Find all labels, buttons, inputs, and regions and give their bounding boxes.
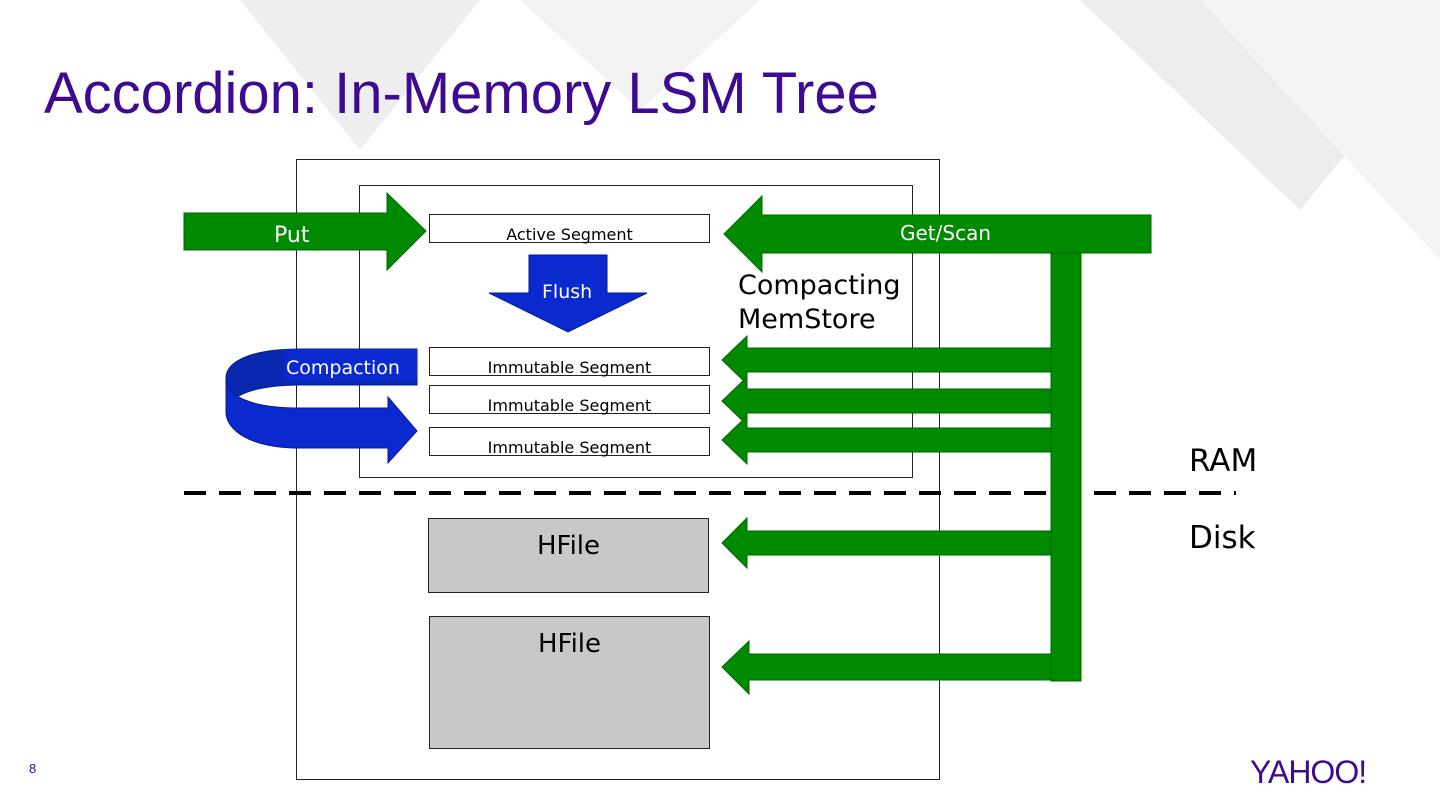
- compaction-label: Compaction: [286, 357, 400, 379]
- compaction-arrow-front: [225, 377, 418, 465]
- immutable-segment-3: Immutable Segment: [429, 427, 710, 457]
- disk-label: Disk: [1189, 520, 1256, 556]
- read-arrow-immutable-3: [721, 414, 1052, 466]
- put-arrow: [183, 191, 427, 272]
- read-arrow-hfile-2: [721, 639, 1052, 696]
- hfile-2: HFile: [429, 616, 710, 749]
- get-scan-vertical-bar: [1050, 252, 1082, 682]
- read-arrow-hfile-1: [721, 516, 1052, 570]
- immutable-segment-1: Immutable Segment: [429, 347, 710, 377]
- get-scan-label: Get/Scan: [900, 221, 992, 245]
- slide-title: Accordion: In-Memory LSM Tree: [44, 61, 879, 126]
- put-label: Put: [274, 223, 310, 248]
- immutable-segment-2: Immutable Segment: [429, 385, 710, 415]
- ram-label: RAM: [1189, 443, 1258, 479]
- active-segment: Active Segment: [429, 214, 710, 244]
- yahoo-logo: YAHOO!: [1250, 754, 1367, 790]
- hfile-1: HFile: [428, 518, 709, 593]
- get-scan-arrow: [723, 194, 1152, 274]
- read-arrow-immutable-2: [721, 375, 1052, 427]
- page-number: 8: [29, 761, 37, 776]
- flush-label: Flush: [542, 281, 593, 303]
- memstore-label-line2: MemStore: [738, 304, 876, 335]
- flush-arrow: [488, 254, 648, 333]
- compaction-label-band: [284, 349, 417, 381]
- read-arrow-immutable-1: [721, 334, 1052, 386]
- memstore-label-line1: Compacting: [738, 270, 901, 301]
